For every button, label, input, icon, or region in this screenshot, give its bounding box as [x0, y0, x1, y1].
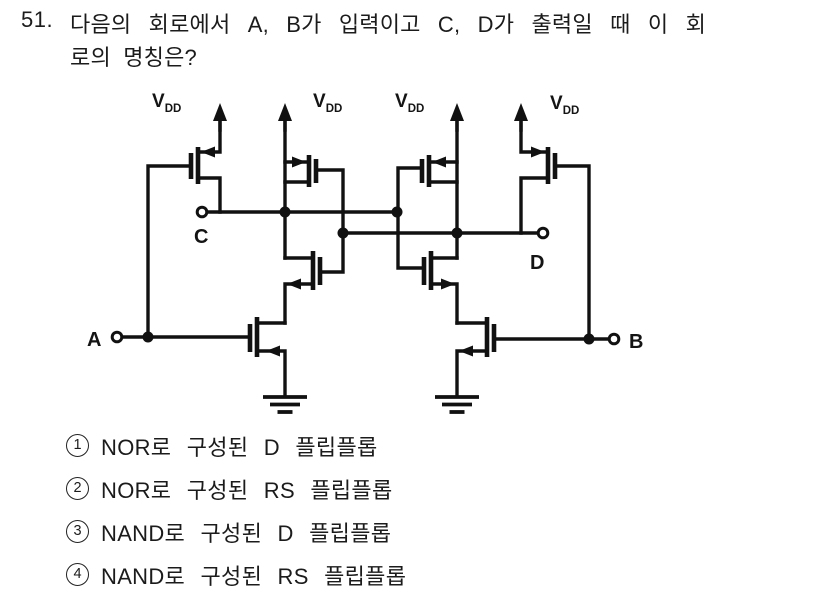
- wire-pmos4-drain: [519, 176, 550, 235]
- vdd-label-1: VDD: [152, 91, 181, 115]
- vdd-label-2: VDD: [313, 91, 342, 115]
- terminals: [110, 205, 621, 346]
- wire-pmos1-drain: [196, 176, 222, 214]
- pmos-3-arrow: [432, 156, 446, 168]
- mosfet-arrows: [201, 146, 545, 357]
- nmos-br-arrow: [459, 345, 473, 357]
- circuit-wires: [120, 116, 611, 398]
- vdd-arrow-3: [450, 103, 464, 132]
- terminal-a-circle: [110, 330, 124, 344]
- vdd-arrow-2: [278, 103, 292, 132]
- question-text-line1: 다음의 회로에서 A, B가 입력이고 C, D가 출력일 때 이 회: [70, 12, 707, 37]
- pmos-2: [306, 155, 319, 187]
- terminal-d-circle: [536, 226, 550, 240]
- wire-feedback-right-outer: [553, 164, 591, 341]
- option-4-number: 4: [66, 563, 89, 586]
- wire-nmos-mr-source: [429, 282, 459, 325]
- option-1-number: 1: [66, 434, 89, 457]
- question-text-line2: 로의 명칭은?: [70, 45, 197, 70]
- nmos-ml-arrow: [287, 278, 301, 290]
- nmos-bottom-right: [484, 317, 497, 357]
- wire-feedback-left-inner: [314, 168, 345, 274]
- terminal-label-b: B: [629, 331, 643, 353]
- terminal-c-circle: [195, 205, 209, 219]
- pmos-4-arrow: [531, 146, 545, 158]
- terminal-label-a: A: [87, 329, 101, 351]
- option-3-label: NAND로 구성된 D 플립플롭: [101, 520, 392, 546]
- wire-nmos-br-source: [455, 349, 489, 398]
- ground-left: [263, 395, 307, 414]
- answer-options: 1 NOR로 구성된 D 플립플롭 2 NOR로 구성된 RS 플립플롭 3 N…: [66, 434, 406, 590]
- option-1: 1 NOR로 구성된 D 플립플롭: [66, 434, 406, 460]
- nmos-mr-arrow: [441, 278, 455, 290]
- transistor-bars: [188, 147, 558, 357]
- vdd-label-3: VDD: [395, 91, 424, 115]
- junction-dots: [142, 206, 595, 345]
- nmos-middle-left: [310, 251, 323, 290]
- terminal-b-circle: [607, 332, 621, 346]
- terminal-label-c: C: [194, 226, 208, 248]
- option-3-number: 3: [66, 520, 89, 543]
- nmos-bl-arrow: [266, 345, 280, 357]
- vdd-arrows: [213, 103, 528, 132]
- circuit-labels: VDD VDD VDD VDD A B C D: [87, 91, 643, 353]
- question-number: 51.: [21, 7, 54, 32]
- nmos-bottom-left: [247, 317, 260, 357]
- pmos-2-arrow: [292, 156, 306, 168]
- option-4-label: NAND로 구성된 RS 플립플롭: [101, 563, 407, 589]
- option-2-label: NOR로 구성된 RS 플립플롭: [101, 477, 393, 503]
- wire-feedback-left-outer: [146, 164, 193, 339]
- wire-nmos-bl-source: [255, 349, 287, 398]
- ground-right: [435, 395, 479, 414]
- terminal-label-d: D: [530, 252, 544, 274]
- pmos-1: [188, 147, 201, 184]
- circuit-diagram: VDD VDD VDD VDD A B C D: [87, 91, 643, 414]
- wire-nmos-ml-source: [283, 282, 315, 325]
- option-4: 4 NAND로 구성된 RS 플립플롭: [66, 563, 406, 589]
- option-3: 3 NAND로 구성된 D 플립플롭: [66, 520, 406, 546]
- pmos-3: [419, 155, 432, 187]
- vdd-arrow-1: [213, 103, 227, 132]
- wire-pmos1-source: [196, 116, 222, 154]
- vdd-label-4: VDD: [550, 93, 579, 117]
- option-1-label: NOR로 구성된 D 플립플롭: [101, 434, 378, 460]
- nmos-middle-right: [421, 251, 434, 290]
- pmos-4: [545, 147, 558, 184]
- option-2: 2 NOR로 구성된 RS 플립플롭: [66, 477, 406, 503]
- vdd-arrow-4: [514, 103, 528, 132]
- pmos-1-arrow: [201, 146, 215, 158]
- option-2-number: 2: [66, 477, 89, 500]
- wire-pmos4-source: [519, 116, 550, 154]
- wire-feedback-right-inner: [396, 166, 426, 270]
